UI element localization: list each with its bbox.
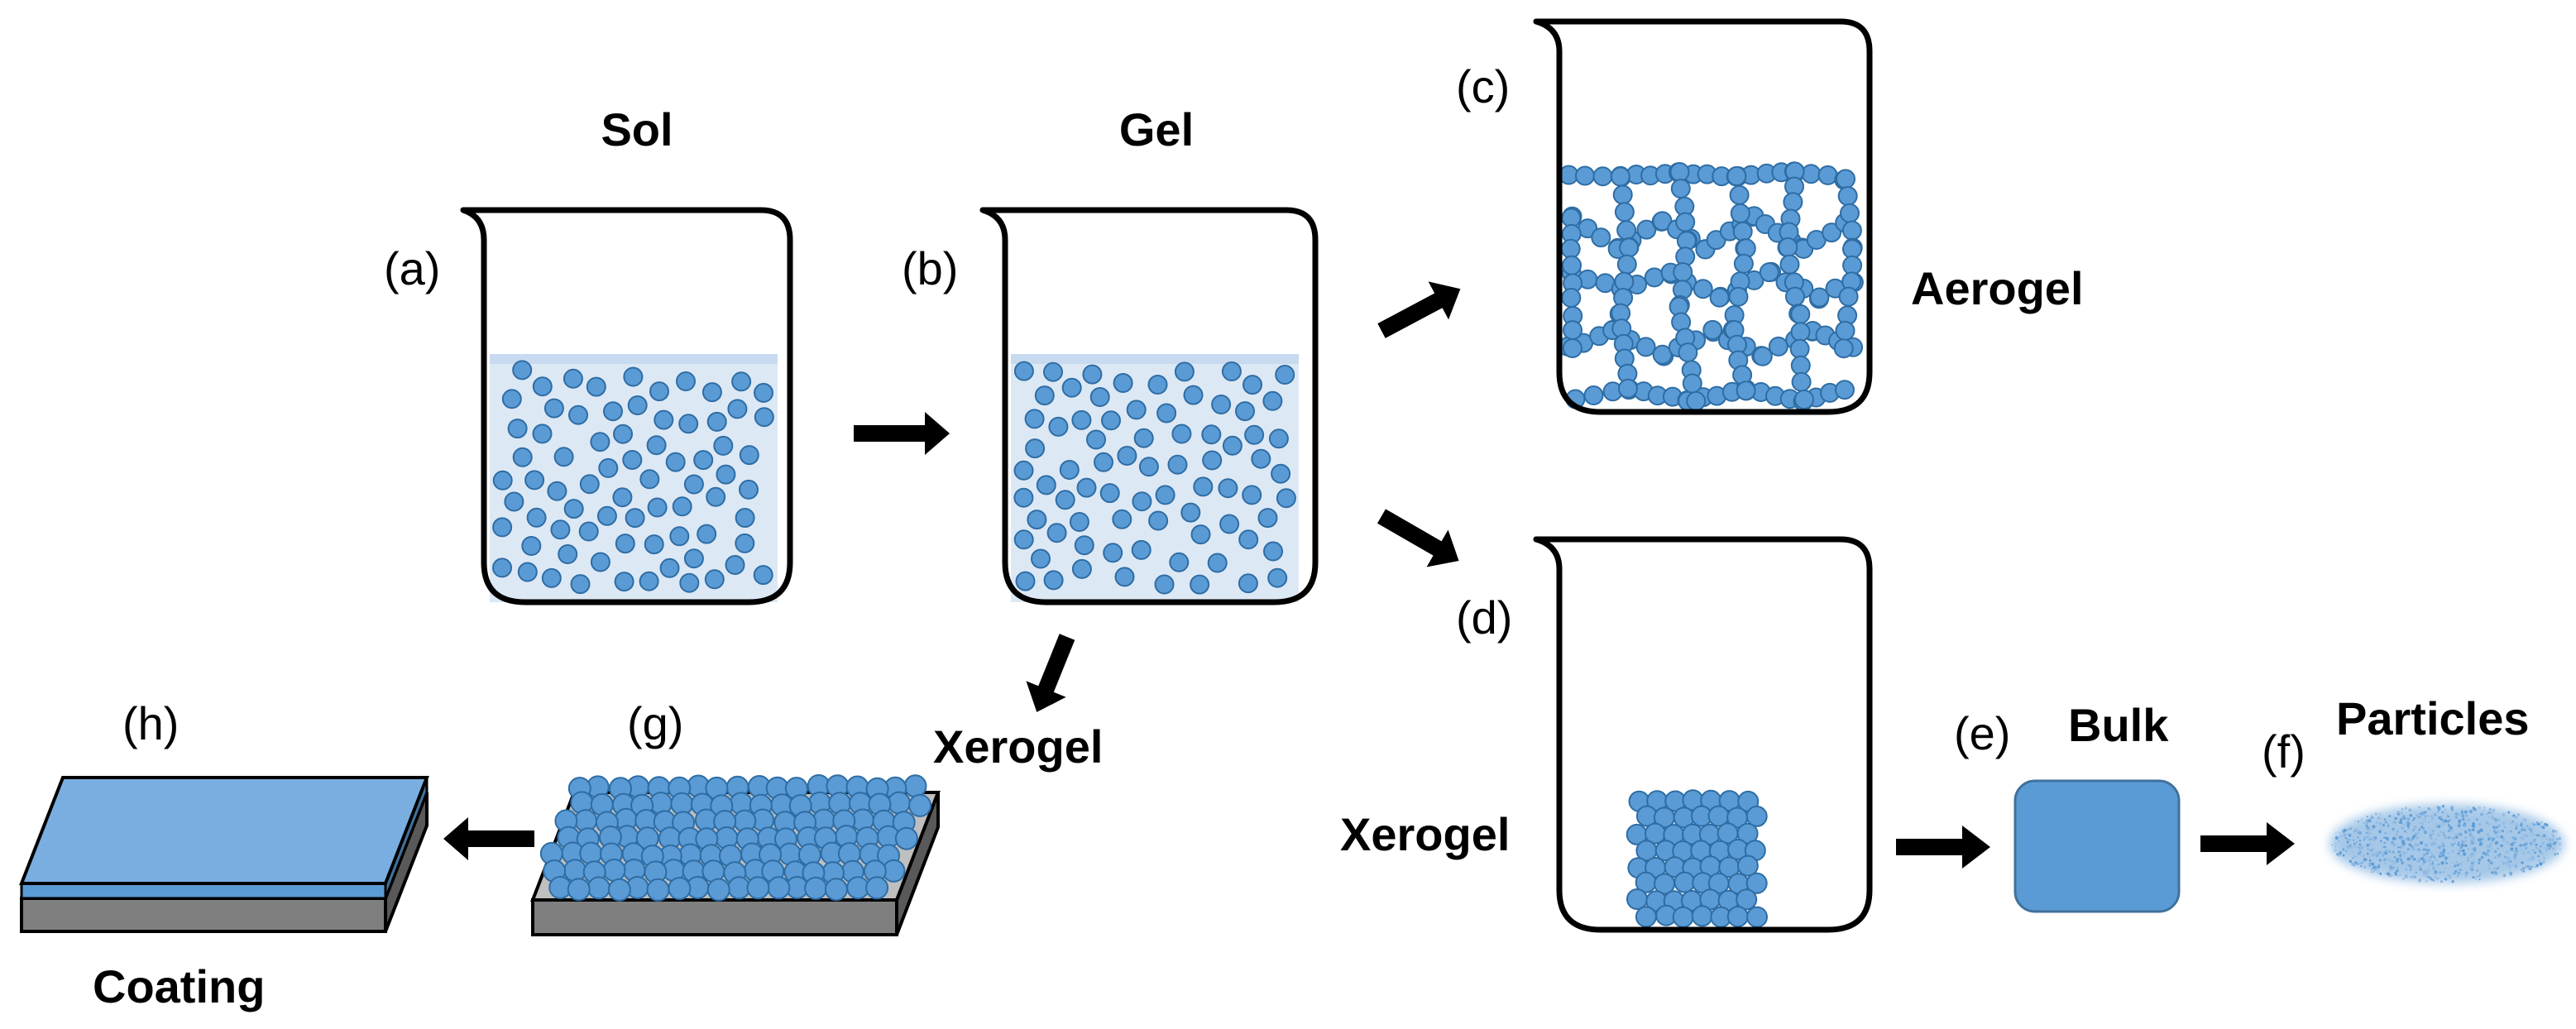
label-gel: Gel: [1119, 103, 1194, 156]
label-sol: Sol: [601, 103, 673, 156]
arrow-xerogel-to-bulk: [1896, 826, 1990, 869]
label-d: (d): [1456, 591, 1512, 644]
sol-liquid-surface: [490, 354, 778, 364]
bulk-block: [2013, 779, 2181, 913]
label-aerogel: Aerogel: [1911, 262, 2084, 314]
label-a: (a): [384, 242, 440, 294]
process-arrows: [443, 281, 2295, 869]
coating-layer-front: [20, 882, 387, 900]
particles-powder: [2329, 804, 2564, 883]
label-g: (g): [627, 697, 683, 749]
label-bulk: Bulk: [2068, 699, 2169, 751]
gel-liquid-surface: [1011, 354, 1299, 364]
sol-particles: [492, 360, 774, 595]
gel-particles: [1013, 361, 1296, 595]
label-f: (f): [2262, 725, 2305, 778]
label-h: (h): [122, 697, 179, 749]
sol-beaker-outline: [460, 207, 793, 605]
arrow-gel-to-thin-xerogel: [1026, 634, 1075, 712]
xerogel-compact-particles: [1626, 789, 1768, 928]
xerogel-beaker: [1533, 536, 1873, 933]
gel-beaker-outline: [979, 207, 1319, 605]
arrow-film-to-coating: [443, 817, 534, 860]
label-coating: Coating: [93, 960, 265, 1012]
gel-liquid: [1011, 354, 1299, 602]
aerogel-network: [1558, 161, 1864, 412]
label-b: (b): [902, 242, 958, 294]
label-e: (e): [1954, 707, 2010, 759]
xerogel-beaker-outline: [1533, 536, 1873, 933]
label-xerogel-bulk: Xerogel: [1340, 808, 1510, 860]
coating-layer-top: [19, 776, 429, 885]
label-particles: Particles: [2336, 692, 2530, 744]
arrow-sol-to-gel: [854, 412, 950, 455]
film-particles: [539, 774, 932, 902]
arrow-gel-to-aerogel: [1377, 281, 1461, 338]
label-c: (c): [1456, 60, 1510, 112]
coating-slab: [19, 776, 429, 933]
aerogel-beaker: [1533, 18, 1873, 415]
particle-film-on-substrate: [530, 774, 941, 936]
gel-beaker: [979, 207, 1319, 605]
arrow-gel-to-xerogel: [1377, 509, 1459, 567]
coating-substrate-front: [20, 897, 387, 933]
arrow-bulk-to-particles: [2200, 822, 2295, 865]
aerogel-beaker-outline: [1533, 18, 1873, 415]
label-xerogel-thin: Xerogel: [933, 720, 1103, 773]
film-substrate-front: [531, 898, 898, 936]
sol-beaker: [460, 207, 793, 605]
